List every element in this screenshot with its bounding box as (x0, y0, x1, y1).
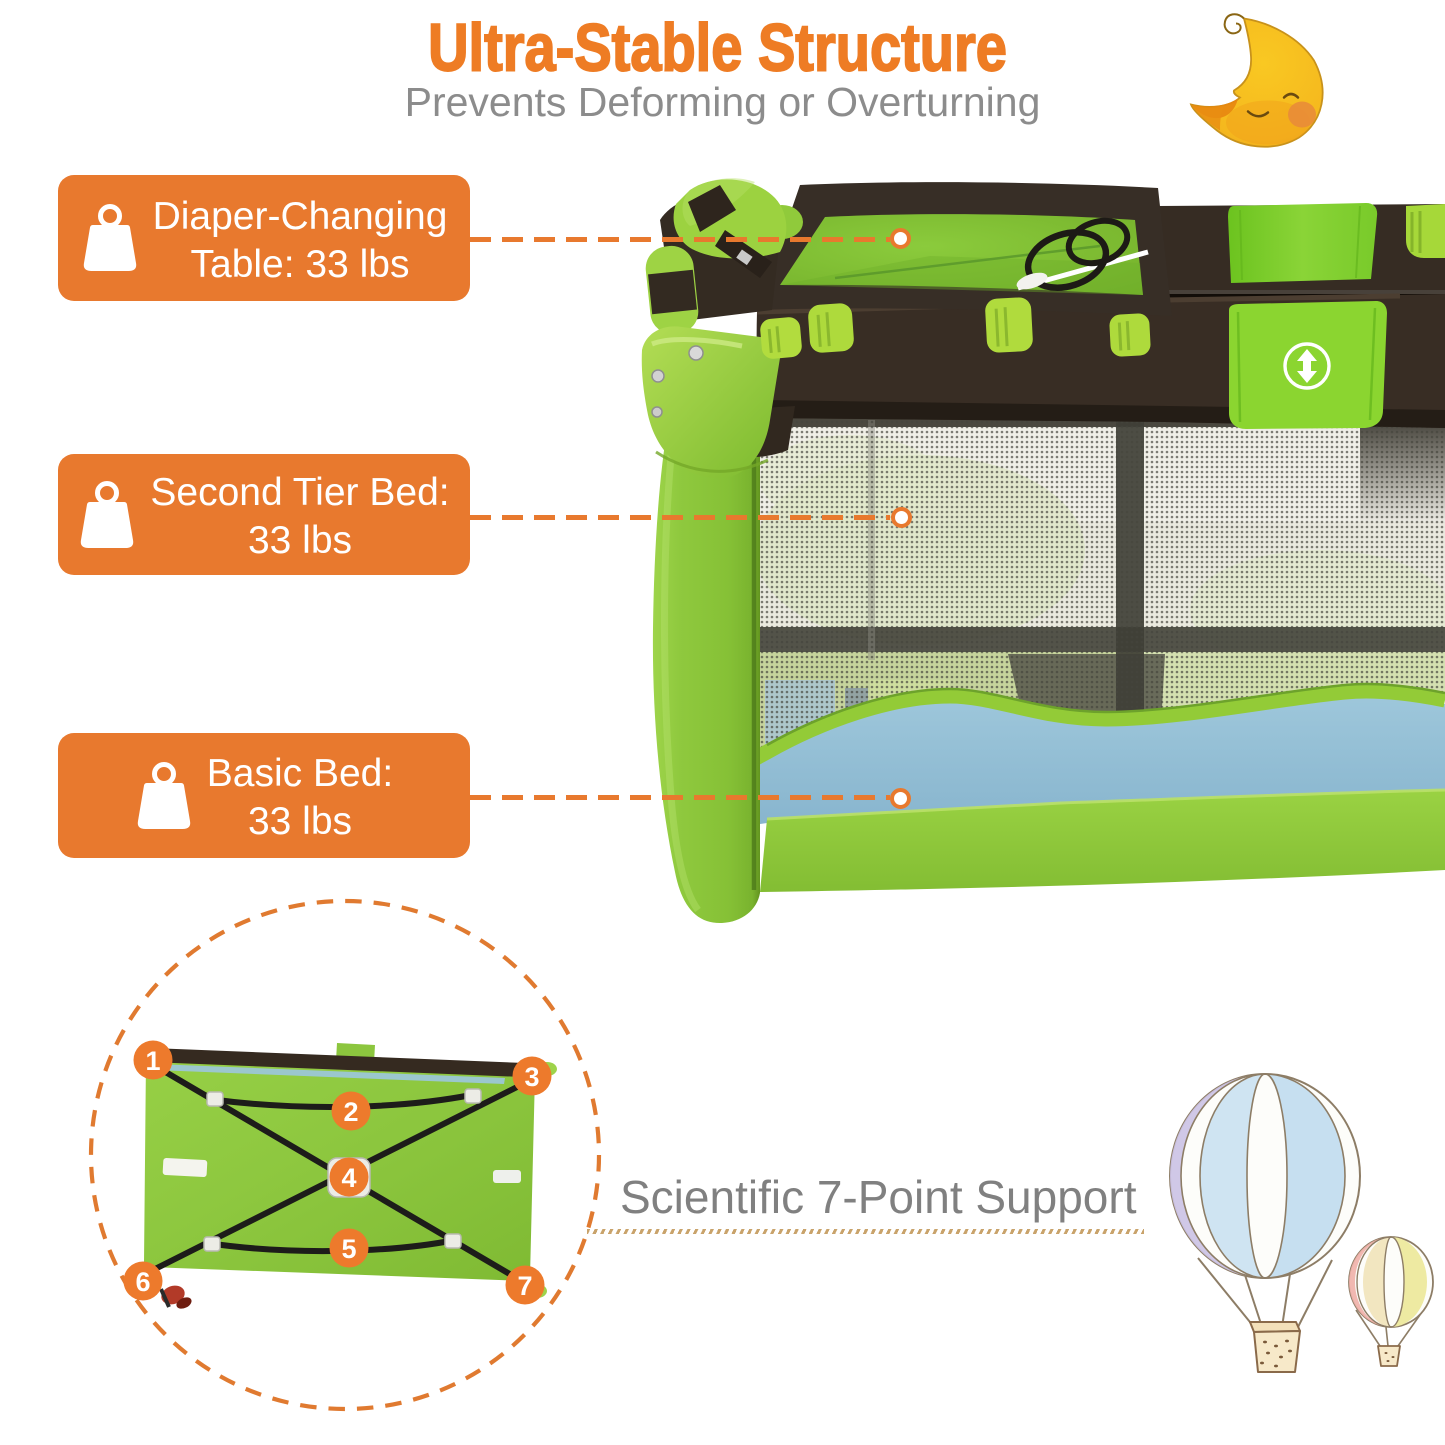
svg-text:2: 2 (343, 1097, 358, 1127)
svg-text:3: 3 (524, 1062, 539, 1092)
svg-text:6: 6 (135, 1267, 150, 1297)
svg-text:5: 5 (341, 1234, 356, 1264)
svg-text:4: 4 (341, 1163, 356, 1193)
svg-text:7: 7 (517, 1271, 532, 1301)
svg-text:1: 1 (145, 1046, 160, 1076)
